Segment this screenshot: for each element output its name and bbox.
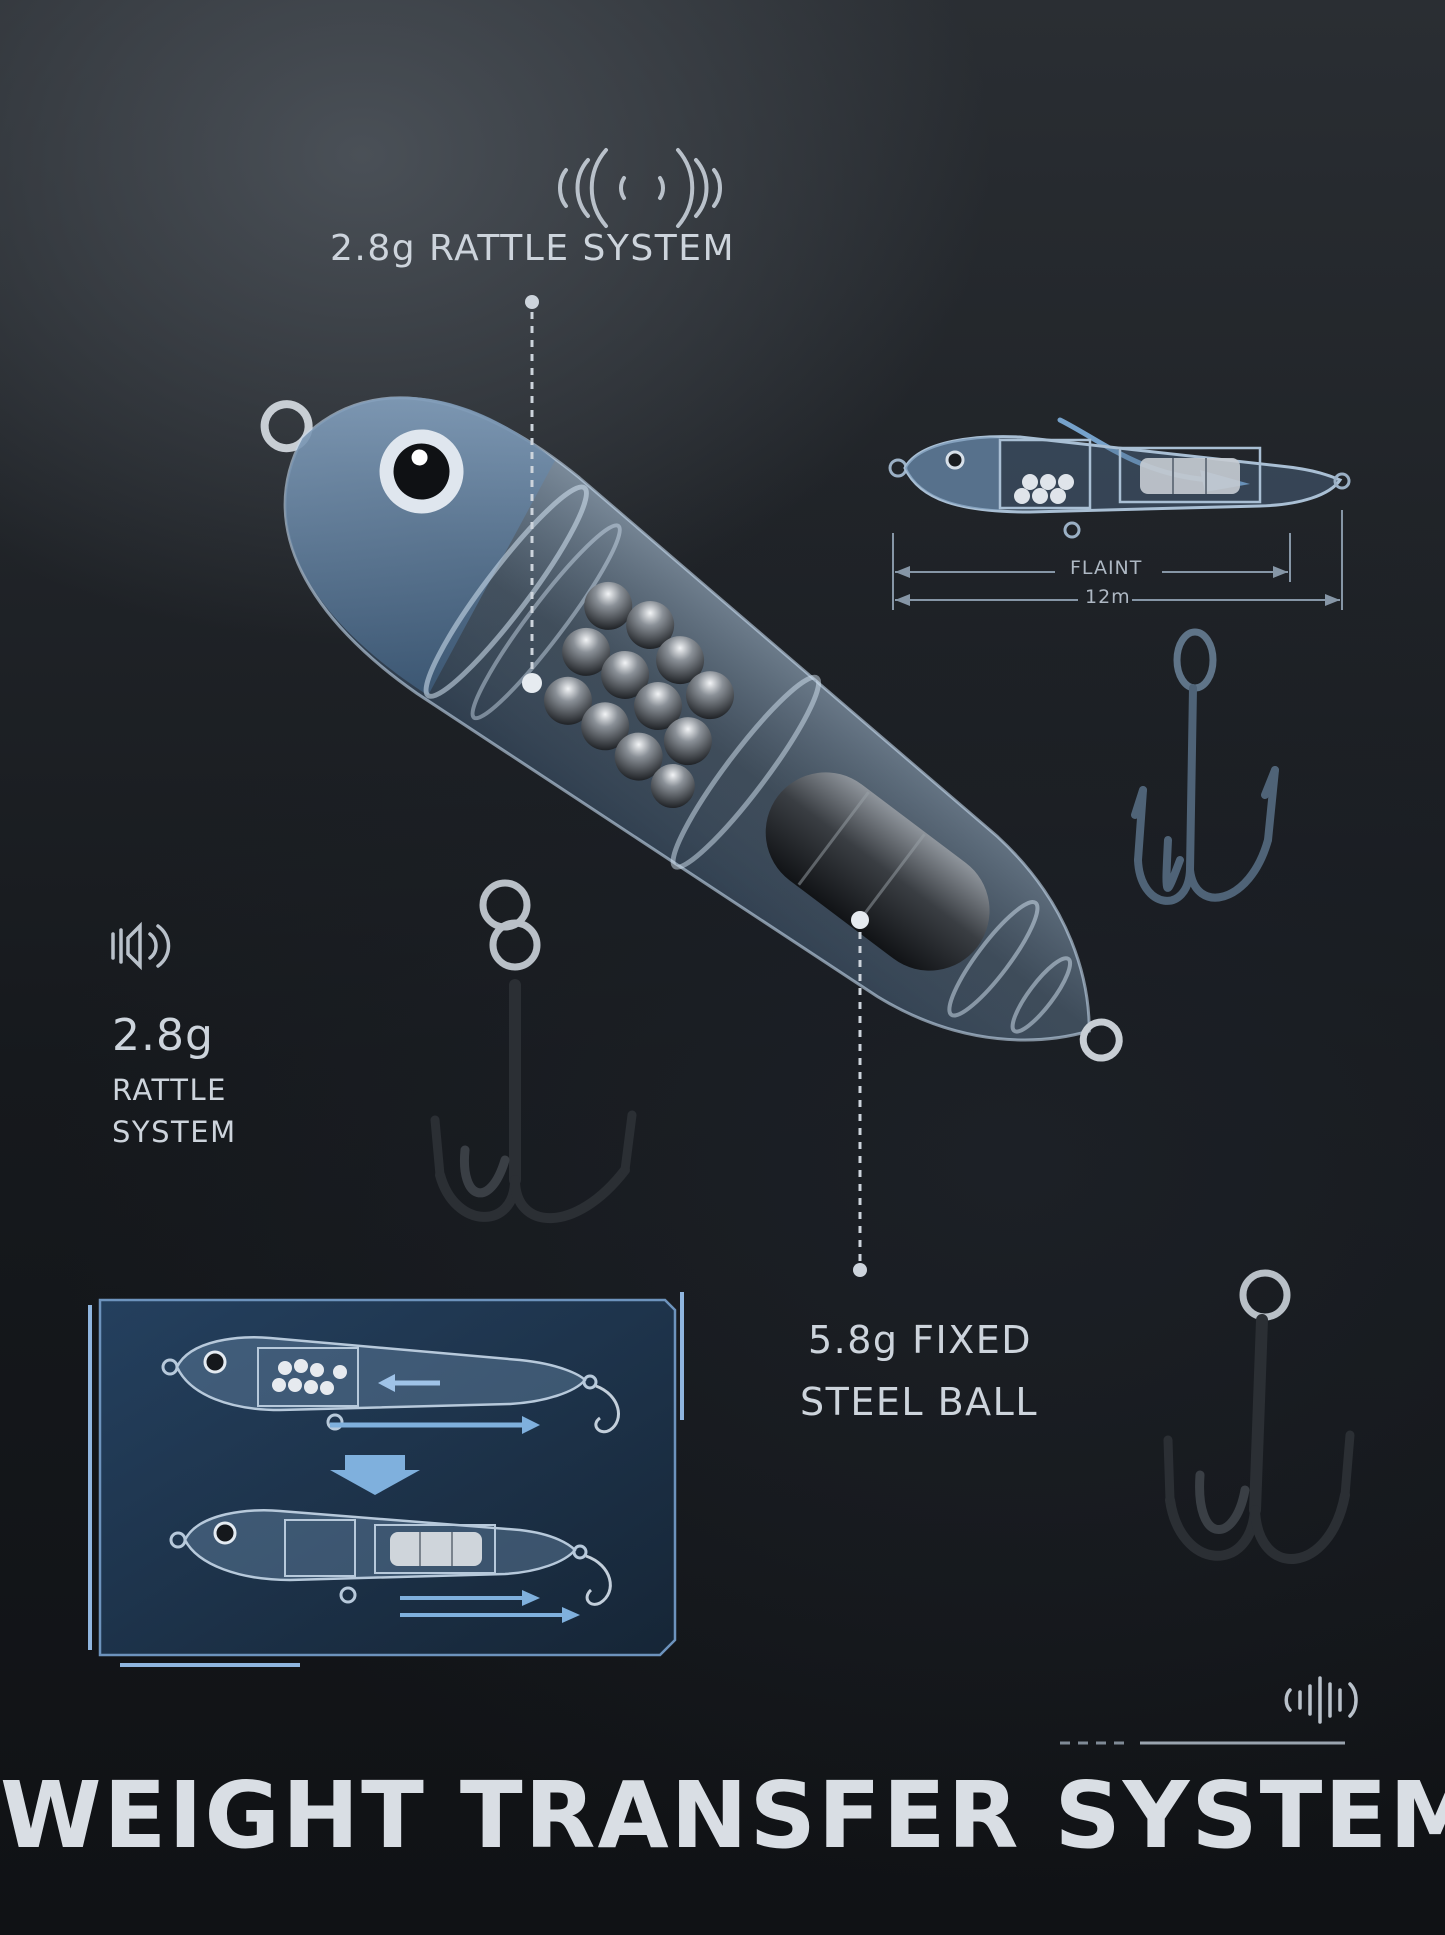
belly-treble-hook (430, 879, 637, 1224)
main-lure (260, 396, 1123, 1062)
fixed-steel-weight (765, 772, 990, 971)
rattle-leader-line (522, 295, 542, 693)
rattle-weight-value: 2.8g (112, 1010, 214, 1061)
rattle-system-callout: 2.8g RATTLE SYSTEM (330, 228, 736, 269)
steel-leader-line (851, 911, 869, 1277)
lure-head (285, 396, 555, 696)
panel-lure-top (161, 1335, 620, 1434)
speaker-icon (111, 921, 171, 971)
page-title: WEIGHT TRANSFER SYSTEM (0, 1762, 1445, 1869)
rattle-label-line1: RATTLE (112, 1073, 227, 1107)
lure-profile-diagram (888, 417, 1351, 610)
dimension-length: 12m (1085, 586, 1131, 608)
steel-ball-callout-line2: STEEL BALL (800, 1380, 1039, 1424)
rattle-balls (543, 581, 735, 809)
spare-treble-hook-icon (1131, 628, 1279, 905)
dimension-label: FLAINT (1070, 557, 1143, 579)
weight-transfer-panel (88, 1292, 684, 1667)
sound-waves-icon (558, 148, 722, 228)
audio-waveform-icon (1284, 1676, 1358, 1724)
panel-down-arrow (330, 1455, 420, 1495)
tail-line-eye (1079, 1018, 1123, 1062)
steel-ball-callout-line1: 5.8g FIXED (808, 1318, 1032, 1362)
rattle-label-line2: SYSTEM (112, 1115, 237, 1149)
tail-treble-hook (1163, 1269, 1355, 1564)
panel-lure-bottom (169, 1508, 612, 1623)
